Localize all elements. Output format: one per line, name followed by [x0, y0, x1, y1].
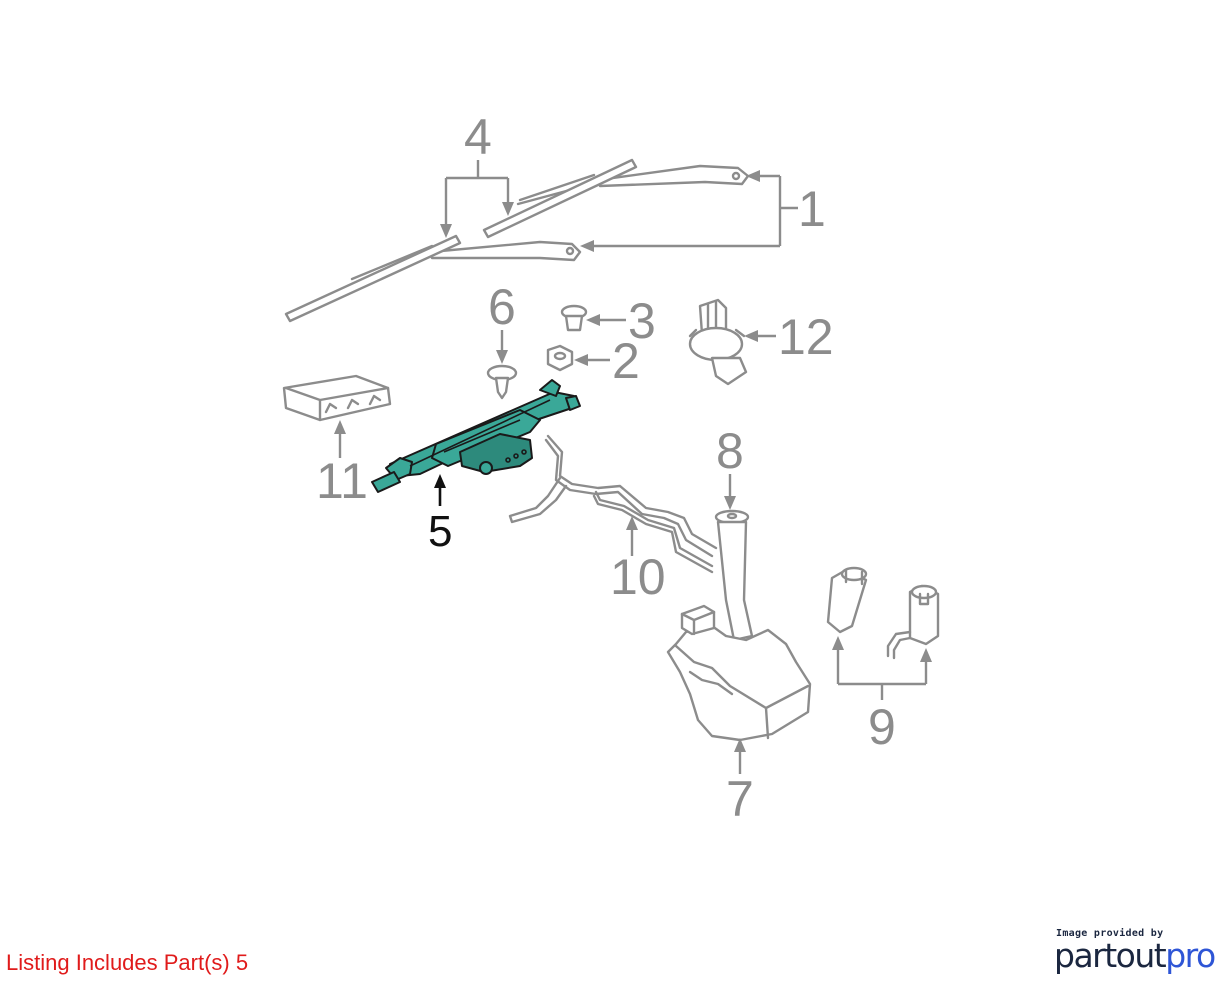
leader-7 [734, 738, 746, 774]
callout-3: 3 [628, 293, 656, 349]
leader-1 [580, 170, 798, 252]
provider-logo-suffix: pro [1165, 936, 1216, 975]
leader-5 [434, 474, 446, 506]
part-5-wiper-linkage[interactable] [371, 379, 581, 493]
provider-caption: Image provided by [1056, 928, 1164, 939]
provider-logo: partoutpro [1054, 936, 1216, 976]
callout-5: 5 [428, 507, 452, 556]
callout-6: 6 [488, 279, 516, 335]
leader-4 [440, 160, 514, 238]
part-9-pump-right[interactable] [886, 584, 940, 660]
part-6-bolt[interactable] [486, 364, 518, 400]
leader-6 [496, 330, 508, 364]
leader-2 [574, 354, 610, 366]
callout-2: 2 [612, 333, 640, 389]
part-10-hose[interactable] [508, 434, 718, 574]
leader-11 [334, 420, 346, 458]
callout-12: 12 [778, 309, 834, 365]
callout-7: 7 [726, 771, 754, 827]
callout-9: 9 [868, 699, 896, 755]
part-wiper-arm-lower[interactable] [428, 240, 582, 262]
part-wiper-blade-lower[interactable] [284, 234, 462, 323]
callout-10: 10 [610, 549, 666, 605]
callout-11: 11 [316, 453, 368, 509]
part-8-filler-neck[interactable] [714, 509, 754, 642]
part-7-reservoir[interactable] [666, 604, 812, 742]
part-11-module[interactable] [282, 374, 392, 422]
listing-includes-note: Listing Includes Part(s) 5 [6, 950, 249, 975]
callout-1: 1 [798, 181, 826, 237]
provider-logo-prefix: partout [1054, 936, 1167, 975]
part-wiper-blade-upper[interactable] [482, 158, 638, 239]
leader-10 [626, 516, 638, 556]
part-12-sensor[interactable] [688, 298, 748, 386]
leader-3 [586, 314, 626, 326]
part-9-pump-left[interactable] [826, 566, 868, 634]
leader-12 [744, 330, 776, 342]
part-2-nut[interactable] [546, 344, 574, 372]
leader-9 [832, 636, 932, 700]
callout-8: 8 [716, 423, 744, 479]
part-3-clip[interactable] [560, 304, 588, 332]
callout-4: 4 [464, 109, 492, 165]
leader-8 [724, 474, 736, 510]
